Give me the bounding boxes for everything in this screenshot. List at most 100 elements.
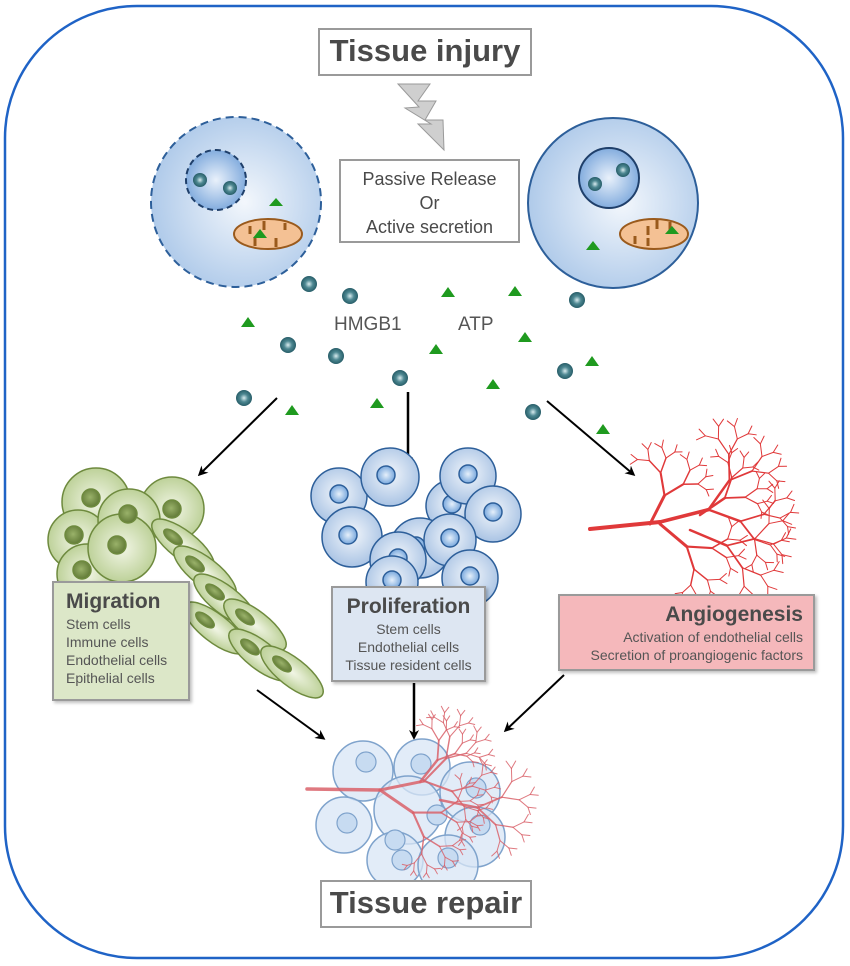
nucleus xyxy=(185,149,247,211)
vessel-branch xyxy=(786,497,796,501)
repair-vessel-branch xyxy=(378,779,426,792)
vessel-branch xyxy=(733,426,738,440)
vessel-branch xyxy=(719,578,728,585)
vessel-branch xyxy=(723,496,747,499)
repair-vessel-branch xyxy=(476,815,484,817)
repair-vessel-branch xyxy=(465,752,480,758)
vessel-branch xyxy=(728,470,753,482)
vessel-branch xyxy=(715,448,720,457)
vessel-branch xyxy=(658,507,711,524)
repair-vessel-branch xyxy=(474,752,481,755)
vessel-branch xyxy=(647,442,652,450)
repair-vessel-branch xyxy=(459,849,464,856)
vessel-branch xyxy=(782,520,793,525)
cell-nucleus xyxy=(458,464,478,484)
repair-vessel-branch xyxy=(485,802,492,809)
repair-vessel-branch xyxy=(403,864,408,871)
repair-nucleus xyxy=(426,804,448,826)
vessel-branch xyxy=(698,428,706,437)
vessel-branch xyxy=(648,493,667,526)
repair-vessel-branch xyxy=(482,759,488,766)
spindle-nucleus xyxy=(185,555,205,573)
vessel-branch xyxy=(712,418,720,427)
vessel-branch xyxy=(787,526,797,529)
repair-vessel-branch xyxy=(411,811,425,838)
repair-vessel-branch xyxy=(469,794,478,802)
repair-vessel-branch xyxy=(456,708,462,717)
vessel-branch xyxy=(747,433,757,436)
vessel-branch xyxy=(728,438,738,456)
vessel-branch xyxy=(659,457,667,474)
repair-vessel-branch xyxy=(494,824,514,828)
repair-vessel-branch xyxy=(494,824,501,842)
repair-vessel-branch xyxy=(428,713,433,721)
vessel-branch xyxy=(739,539,747,547)
cell-nucleus xyxy=(460,566,480,586)
repair-vessel-branch xyxy=(443,856,446,866)
repair-vessel-branch xyxy=(459,839,467,841)
vessel-branch xyxy=(705,468,708,478)
repair-vessel-branch xyxy=(529,786,535,795)
vessel-branch xyxy=(674,444,678,453)
vessel-branch xyxy=(773,561,780,571)
repair-vessel-branch xyxy=(508,847,512,856)
repair-vessel-branch xyxy=(472,761,479,763)
repair-vessel-branch xyxy=(433,716,444,724)
nucleus xyxy=(578,147,640,209)
vessel-branch xyxy=(727,461,733,479)
repair-vessel-branch xyxy=(510,760,517,769)
repair-vessel-branch xyxy=(431,728,440,742)
repair-vessel-branch xyxy=(431,714,436,721)
repair-vessel-branch xyxy=(459,772,463,780)
vessel-branch xyxy=(697,476,707,485)
repair-vessel-branch xyxy=(436,752,456,761)
vessel-branch xyxy=(760,569,775,576)
repair-vessel-branch xyxy=(460,709,466,717)
vessel-branch xyxy=(705,489,710,497)
vessel-branch xyxy=(743,451,750,458)
vessel-branch xyxy=(755,471,760,479)
repair-vessel-branch xyxy=(438,729,447,742)
repair-vessel-branch xyxy=(487,748,494,756)
vessel-branch xyxy=(739,513,765,523)
repair-vessel-branch xyxy=(451,845,461,851)
vessel-branch xyxy=(754,538,775,545)
vessel-branch xyxy=(751,455,763,472)
mitochondrion xyxy=(233,218,303,250)
vessel-branch xyxy=(744,496,759,505)
vessel-branch xyxy=(636,459,650,462)
repair-vessel-branch xyxy=(484,763,492,767)
repair-vessel-branch xyxy=(469,800,479,806)
vessel-branch xyxy=(727,526,733,540)
repair-vessel-branch xyxy=(454,742,463,755)
vessel-branch xyxy=(661,447,667,459)
vessel-branch xyxy=(768,520,784,525)
repair-vessel-branch xyxy=(461,782,470,790)
vessel-branch xyxy=(753,538,758,556)
repair-vessel-branch xyxy=(501,780,513,798)
repair-vessel-branch xyxy=(465,818,473,827)
repair-vessel-branch xyxy=(484,789,492,798)
repair-vessel-branch xyxy=(493,786,502,790)
repair-vessel-branch xyxy=(491,850,498,857)
vessel-branch xyxy=(718,418,725,427)
vessel-branch xyxy=(727,538,741,541)
repair-vessel-branch xyxy=(499,840,510,849)
repair-vessel-branch xyxy=(518,799,529,808)
vessel-branch xyxy=(779,517,789,528)
release-line-3: Active secretion xyxy=(365,217,494,237)
vessel-branch xyxy=(786,490,793,499)
vessel-branch xyxy=(725,544,744,569)
atp-triangle xyxy=(441,287,455,297)
vessel-branch xyxy=(752,461,759,468)
vessel-branch xyxy=(674,591,684,595)
repair-vessel-branch xyxy=(444,706,450,714)
repair-vessel-branch xyxy=(416,724,424,727)
repair-vessel-branch xyxy=(523,813,529,823)
vessel-branch xyxy=(729,444,733,454)
vessel-branch xyxy=(659,471,666,497)
repair-vessel-branch xyxy=(426,864,436,870)
repair-vessel-branch xyxy=(419,718,424,726)
vessel-branch xyxy=(686,458,691,471)
